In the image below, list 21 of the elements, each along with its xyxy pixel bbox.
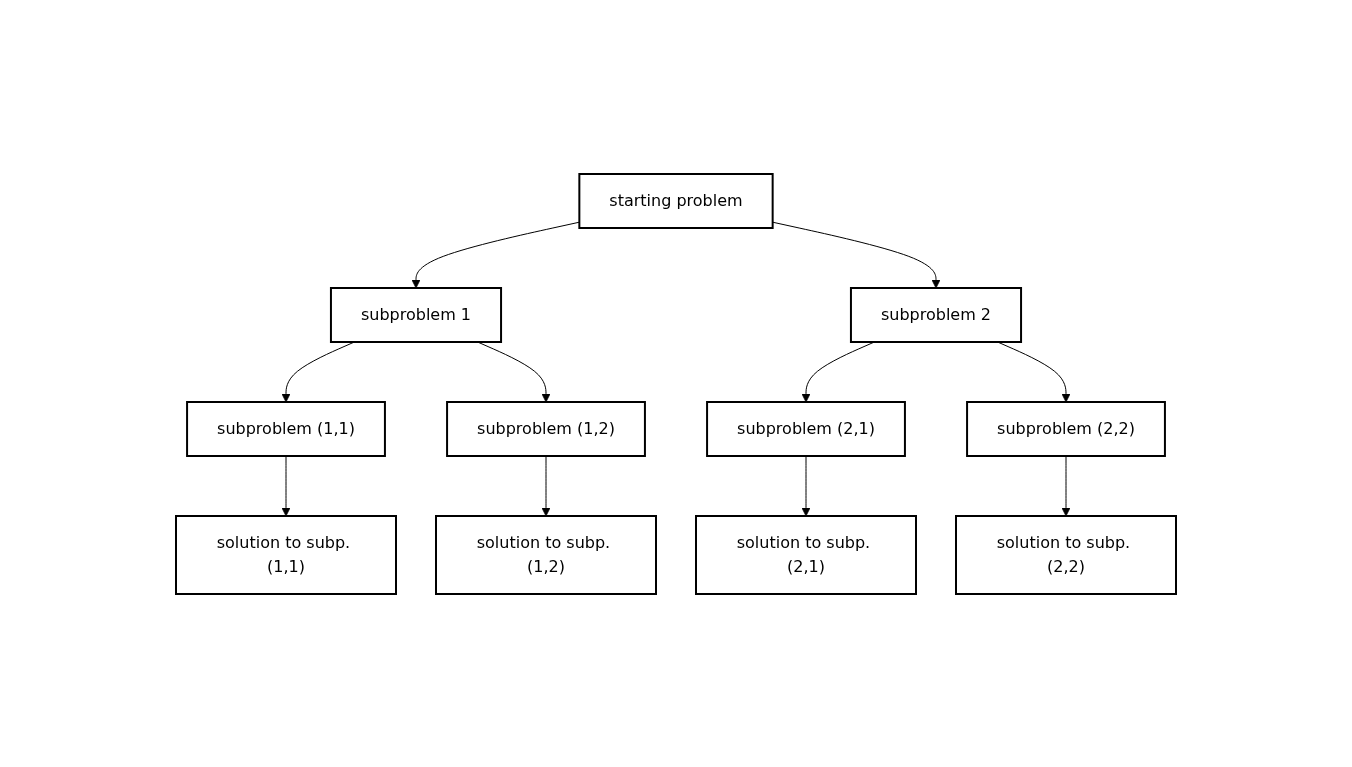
node-box: subproblem (2,2) [966, 400, 1166, 457]
arrow [541, 455, 551, 516]
arrow [772, 221, 941, 288]
node-box: solution to subp. (1,1) [175, 514, 397, 595]
node-box: subproblem 2 [849, 286, 1023, 343]
node-box: subproblem (1,2) [446, 400, 646, 457]
arrow [1061, 455, 1071, 516]
node-box: subproblem (1,1) [186, 400, 386, 457]
node-box: subproblem (2,1) [706, 400, 906, 457]
node-box: solution to subp. (2,1) [695, 514, 917, 595]
arrow [801, 341, 875, 402]
arrow [281, 341, 355, 402]
arrow [997, 341, 1071, 402]
node-box: subproblem 1 [329, 286, 503, 343]
node-box: starting problem [578, 172, 774, 229]
node-box: solution to subp. (1,2) [435, 514, 657, 595]
arrow [411, 221, 580, 288]
arrow [801, 455, 811, 516]
node-box: solution to subp. (2,2) [955, 514, 1177, 595]
arrow [281, 455, 291, 516]
arrow [477, 341, 551, 402]
